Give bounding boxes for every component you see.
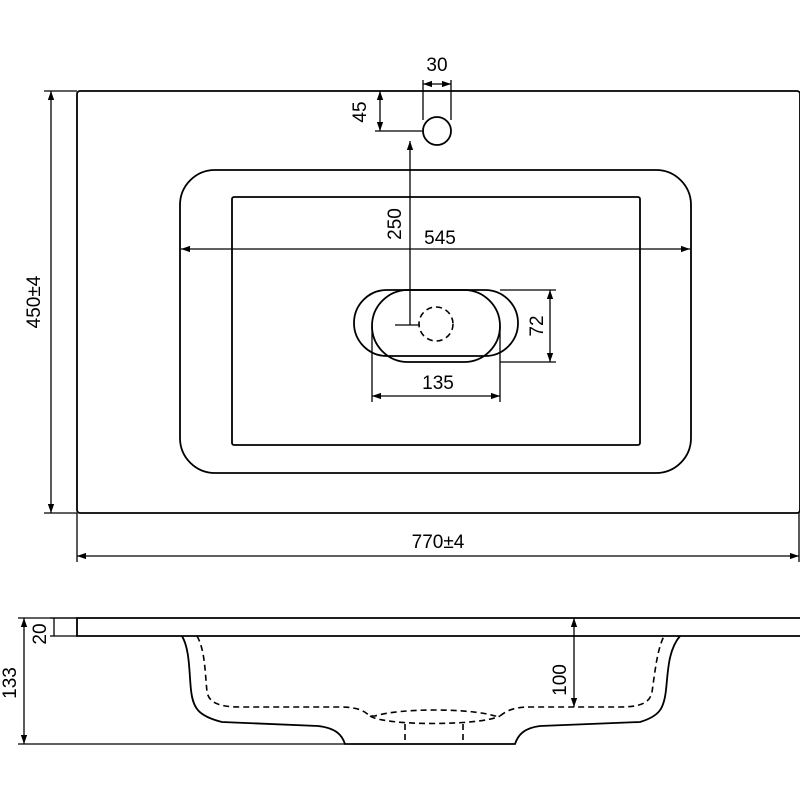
dimension-tap-hole-offset: 45 [350,91,423,132]
dim-label-tap-hole-width: 30 [426,55,447,76]
dim-label-overall-depth: 450±4 [24,275,45,328]
drain-recess-inner [371,289,501,363]
dimension-bowl-depth: 100 [550,618,578,707]
dim-label-drain-recess-width: 135 [422,373,454,394]
dimension-bowl-width: 545 [181,228,690,253]
dimension-overall-depth: 450±4 [24,90,77,514]
dimension-overall-height: 133 [0,617,345,745]
dim-label-overall-height: 133 [0,667,21,699]
dimension-top-thickness: 20 [30,617,77,645]
tap-hole [422,116,452,146]
dim-label-tap-to-drain: 250 [385,208,406,240]
dimension-overall-width: 770±4 [76,513,800,562]
dimension-drain-recess-width: 135 [371,326,501,402]
bowl-outer-rim [179,169,692,474]
bowl-inner-profile [196,635,665,717]
dim-label-top-thickness: 20 [30,623,51,644]
dimension-drain-recess-height: 72 [500,289,556,363]
dimension-tap-hole-width: 30 [422,55,452,120]
dim-label-tap-hole-offset: 45 [350,101,371,122]
top-view: 30 45 250 545 72 [24,55,800,562]
countertop-section [76,617,800,637]
side-view: 20 133 100 [0,617,800,745]
drain-hole [418,306,454,342]
dim-label-overall-width: 770±4 [412,532,465,553]
drain-section [369,715,501,744]
countertop-outline [76,90,800,514]
bowl-outer-profile [181,635,681,745]
dim-label-bowl-depth: 100 [550,664,571,696]
dim-label-drain-recess-height: 72 [527,315,548,336]
bowl-inner-basin [231,196,641,446]
dim-label-bowl-width: 545 [424,228,456,249]
dimension-tap-to-drain: 250 [385,141,420,326]
